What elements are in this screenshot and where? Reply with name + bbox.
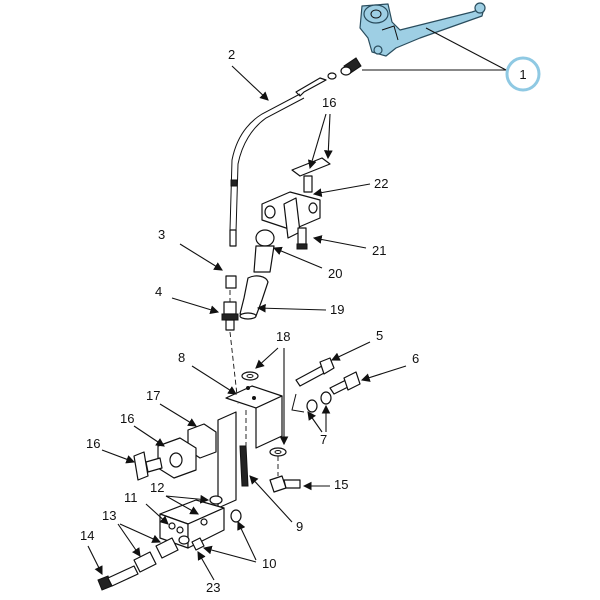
callout-3[interactable]: 3 xyxy=(158,227,165,242)
callout-21[interactable]: 20 xyxy=(328,266,342,281)
callout-10[interactable]: 10 xyxy=(262,556,276,571)
callout-8[interactable]: 8 xyxy=(178,350,185,365)
callout-16-top[interactable]: 16 xyxy=(322,95,336,110)
leader-16c xyxy=(101,449,136,464)
leader-16b xyxy=(323,113,333,160)
leader-5 xyxy=(331,341,371,361)
leader-1a xyxy=(425,27,507,71)
callout-circle-1[interactable] xyxy=(505,56,541,92)
part-23-clamp[interactable] xyxy=(261,191,321,239)
leader-10a xyxy=(237,521,257,561)
callout-14[interactable]: 14 xyxy=(80,528,94,543)
part-2-cable[interactable] xyxy=(229,72,337,247)
part-13-sleeves[interactable] xyxy=(133,537,179,573)
callout-7[interactable]: 7 xyxy=(320,432,327,447)
callout-19[interactable]: 18 xyxy=(276,329,290,344)
callout-9[interactable]: 9 xyxy=(296,519,303,534)
leader-22 xyxy=(312,235,367,249)
callout-2[interactable]: 2 xyxy=(228,47,235,62)
part-7-washers[interactable] xyxy=(306,391,332,413)
leader-12a xyxy=(165,494,210,504)
leader-23 xyxy=(312,183,371,197)
leader-2 xyxy=(231,65,269,101)
part-20-sleeve[interactable] xyxy=(239,275,269,320)
leader-7a xyxy=(307,411,323,433)
leader-6 xyxy=(360,365,407,382)
leader-18 xyxy=(159,403,197,427)
callout-18[interactable]: 17 xyxy=(146,388,160,403)
part-9-stud[interactable] xyxy=(239,445,249,487)
callout-4[interactable]: 4 xyxy=(155,284,162,299)
part-3-ferrule[interactable] xyxy=(225,275,237,289)
part-21-knob[interactable] xyxy=(253,229,275,273)
leader-13a xyxy=(117,523,141,557)
part-19-washers[interactable] xyxy=(241,371,287,457)
leader-3 xyxy=(179,243,223,271)
part-5-bolt[interactable] xyxy=(295,357,335,387)
part-1-lever[interactable] xyxy=(340,2,486,76)
leader-9 xyxy=(249,475,293,523)
leader-14 xyxy=(87,545,103,575)
part-16-wing-screw-bottom[interactable] xyxy=(133,451,163,481)
callout-24[interactable]: 23 xyxy=(206,580,220,595)
part-17-clamp-half[interactable] xyxy=(157,437,197,479)
leader-20 xyxy=(256,303,327,313)
leader-4 xyxy=(171,297,220,314)
leader-12b xyxy=(165,495,199,515)
part-4-adjuster[interactable] xyxy=(221,301,239,331)
callout-6[interactable]: 6 xyxy=(412,351,419,366)
part-15-bolt[interactable] xyxy=(269,475,301,493)
leader-8 xyxy=(191,365,237,395)
leader-17 xyxy=(133,425,165,447)
bracket-7 xyxy=(291,393,305,413)
callout-22[interactable]: 21 xyxy=(372,243,386,258)
leader-11 xyxy=(145,503,169,525)
leader-21 xyxy=(272,246,323,269)
callout-12[interactable]: 12 xyxy=(150,480,164,495)
callout-23[interactable]: 22 xyxy=(374,176,388,191)
callout-11[interactable]: 11 xyxy=(124,490,138,505)
callout-16-bottom[interactable]: 16 xyxy=(86,436,100,451)
leader-13b xyxy=(119,523,162,543)
callout-17[interactable]: 16 xyxy=(120,411,134,426)
part-14-screw[interactable] xyxy=(97,565,139,591)
leader-16a xyxy=(307,113,327,170)
part-8-bracket[interactable] xyxy=(217,385,283,509)
part-6-cap-screw[interactable] xyxy=(329,371,361,395)
callout-1[interactable]: 1 xyxy=(519,67,526,82)
leader-19a xyxy=(255,347,279,369)
part-22-screw[interactable] xyxy=(296,227,308,250)
callout-20[interactable]: 19 xyxy=(330,302,344,317)
leader-10b xyxy=(202,545,257,563)
callout-5[interactable]: 5 xyxy=(376,328,383,343)
callout-15[interactable]: 15 xyxy=(334,477,348,492)
callout-13[interactable]: 13 xyxy=(102,508,116,523)
leader-24 xyxy=(197,551,215,581)
